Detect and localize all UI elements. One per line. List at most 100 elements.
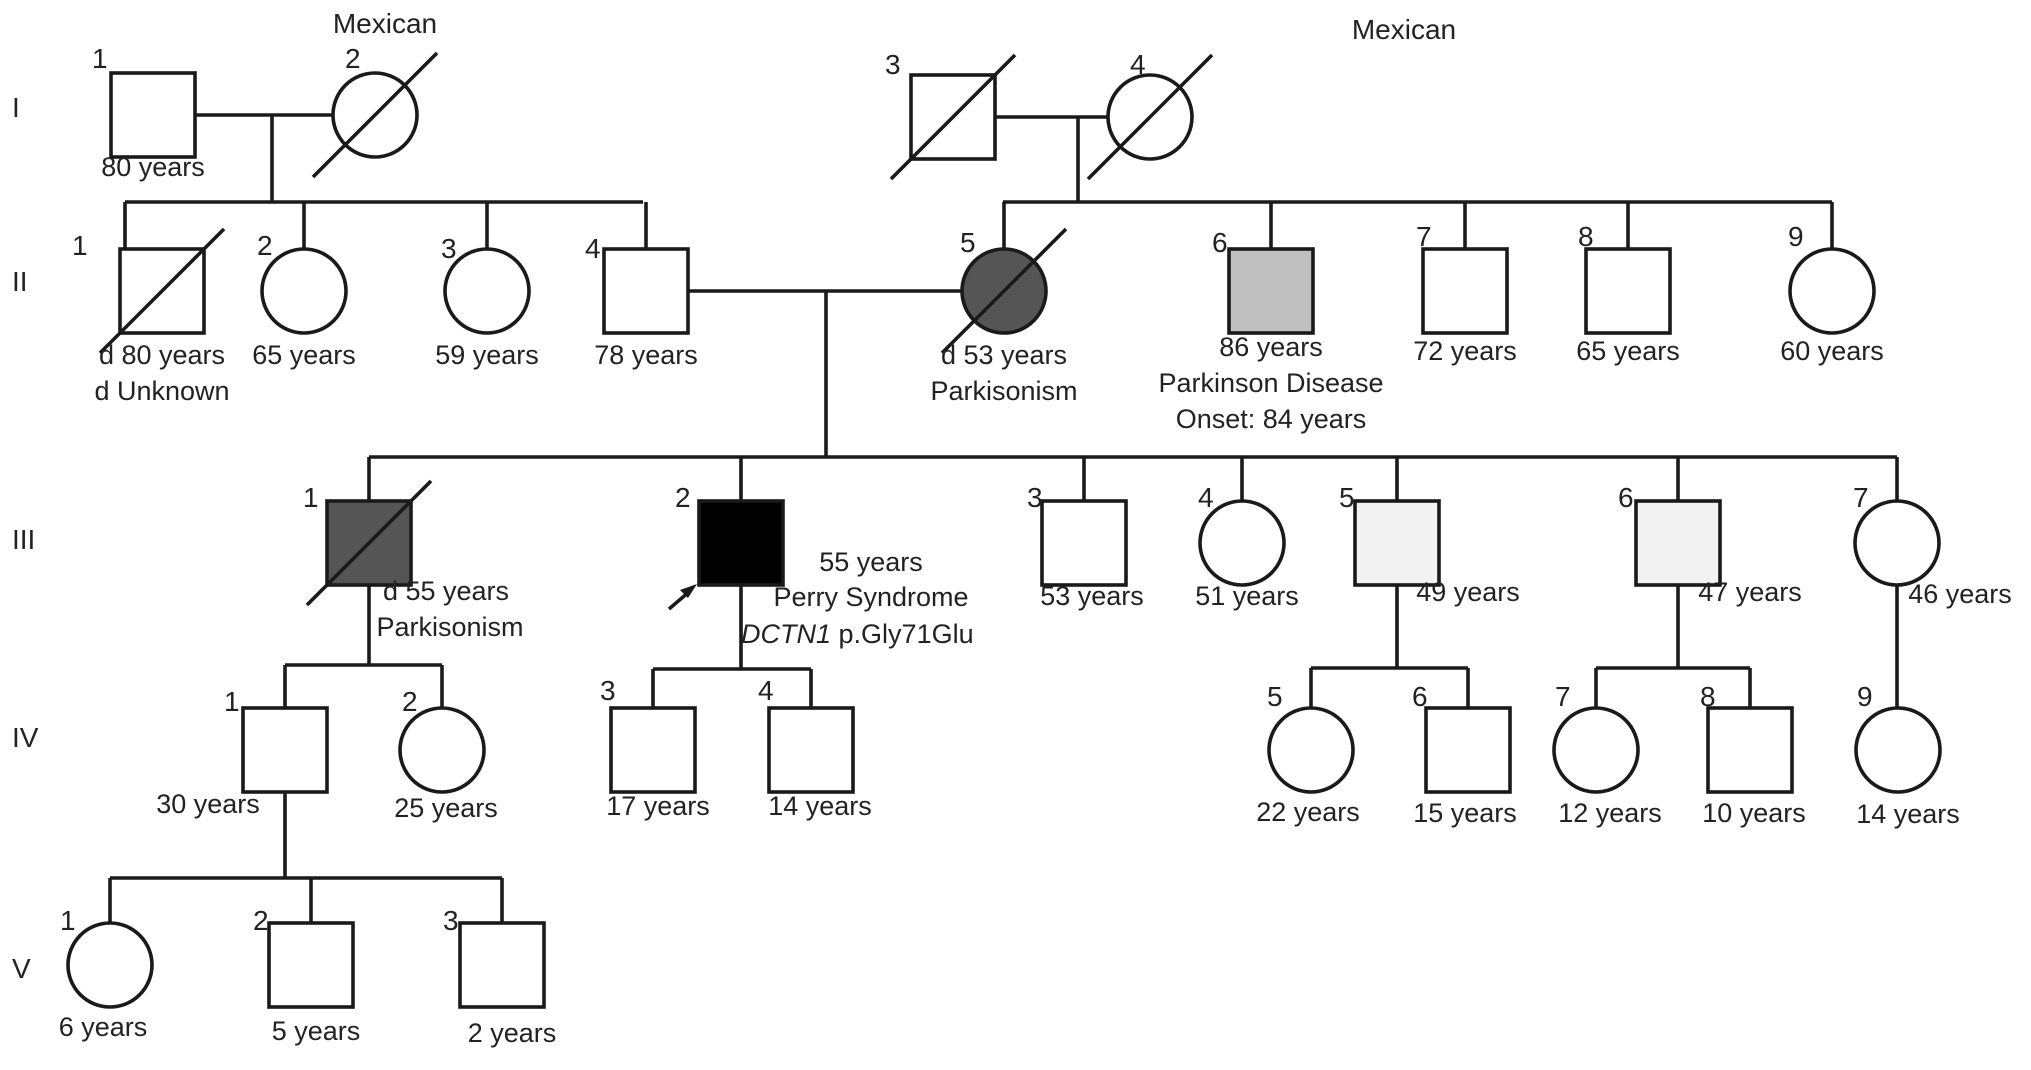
individual-number-iii-5: 5 bbox=[1339, 482, 1355, 513]
male-square-ii-6 bbox=[1227, 247, 1315, 335]
individual-number-iii-2: 2 bbox=[675, 482, 691, 513]
note-v-1-0: 6 years bbox=[59, 1012, 148, 1042]
individual-number-v-2: 2 bbox=[253, 905, 269, 936]
note-iii-4-0: 51 years bbox=[1195, 581, 1299, 611]
generation-label-II: II bbox=[12, 266, 28, 297]
proband-arrow-head bbox=[680, 584, 697, 598]
note-iv-3-0: 17 years bbox=[606, 791, 710, 821]
individual-number-i-1: 1 bbox=[92, 43, 108, 74]
female-circle-v-1 bbox=[66, 921, 154, 1009]
note-ii-1-1: d Unknown bbox=[94, 376, 229, 406]
female-circle-iv-7 bbox=[1552, 706, 1640, 794]
individual-number-iv-5: 5 bbox=[1267, 681, 1283, 712]
note-ii-4-0: 78 years bbox=[594, 340, 698, 370]
individual-number-iii-6: 6 bbox=[1618, 482, 1634, 513]
male-square-iii-3 bbox=[1040, 499, 1128, 587]
individual-number-iii-1: 1 bbox=[303, 482, 319, 513]
individual-number-iv-6: 6 bbox=[1412, 681, 1428, 712]
deceased-slash-i-3 bbox=[889, 53, 1017, 181]
individual-number-iii-4: 4 bbox=[1198, 482, 1214, 513]
individual-number-ii-6: 6 bbox=[1212, 227, 1228, 258]
note-i-1-0: 80 years bbox=[101, 152, 205, 182]
male-square-iii-2 bbox=[697, 499, 785, 587]
note-ii-9-0: 60 years bbox=[1780, 336, 1884, 366]
individual-number-ii-1: 1 bbox=[72, 230, 88, 261]
note-ii-7-0: 72 years bbox=[1413, 336, 1517, 366]
generation-label-IV: IV bbox=[12, 722, 39, 753]
male-square-iv-4 bbox=[767, 706, 855, 794]
individual-number-ii-8: 8 bbox=[1578, 221, 1594, 252]
female-circle-iv-9 bbox=[1854, 706, 1942, 794]
male-square-iv-6 bbox=[1424, 706, 1512, 794]
note-iv-7-0: 12 years bbox=[1558, 798, 1662, 828]
note-iii-1-0: d 55 years bbox=[383, 576, 509, 606]
generation-label-III: III bbox=[12, 524, 35, 555]
deceased-slash-i-2 bbox=[311, 51, 439, 179]
note-iii-6-0: 47 years bbox=[1698, 577, 1802, 607]
male-square-iv-3 bbox=[609, 706, 697, 794]
male-square-iv-8 bbox=[1706, 706, 1794, 794]
gene-variant-annotation: DCTN1 p.Gly71Glu bbox=[741, 619, 974, 649]
note-ii-6-0: 86 years bbox=[1219, 332, 1323, 362]
individual-number-iv-8: 8 bbox=[1700, 681, 1716, 712]
individual-number-iv-3: 3 bbox=[600, 675, 616, 706]
individual-number-iv-4: 4 bbox=[758, 675, 774, 706]
note-iv-4-0: 14 years bbox=[768, 791, 872, 821]
individual-number-iv-1: 1 bbox=[224, 686, 240, 717]
male-square-ii-4 bbox=[602, 247, 690, 335]
female-circle-ii-2 bbox=[260, 247, 348, 335]
male-square-ii-8 bbox=[1584, 247, 1672, 335]
note-ii-2-0: 65 years bbox=[252, 340, 356, 370]
note-v-2-0: 5 years bbox=[272, 1016, 361, 1046]
note-iii-3-0: 53 years bbox=[1040, 581, 1144, 611]
female-circle-ii-9 bbox=[1788, 247, 1876, 335]
generation-label-V: V bbox=[12, 953, 31, 984]
note-ii-8-0: 65 years bbox=[1576, 336, 1680, 366]
note-ii-6-2: Onset: 84 years bbox=[1176, 404, 1367, 434]
individual-number-ii-5: 5 bbox=[960, 227, 976, 258]
individual-number-i-2: 2 bbox=[345, 43, 361, 74]
note-iii-1-1: Parkisonism bbox=[376, 612, 523, 642]
female-circle-iii-4 bbox=[1198, 499, 1286, 587]
female-circle-ii-3 bbox=[443, 247, 531, 335]
deceased-slash-i-4 bbox=[1086, 53, 1214, 181]
individual-number-ii-9: 9 bbox=[1788, 221, 1804, 252]
ethnicity-label-left: Mexican bbox=[333, 8, 437, 39]
individual-number-i-3: 3 bbox=[885, 49, 901, 80]
individual-number-i-4: 4 bbox=[1130, 49, 1146, 80]
ethnicity-label-right: Mexican bbox=[1352, 14, 1456, 45]
male-square-ii-7 bbox=[1421, 247, 1509, 335]
individual-number-iv-9: 9 bbox=[1857, 681, 1873, 712]
note-iii-2-0: 55 years bbox=[819, 547, 923, 577]
note-iii-7-0: 46 years bbox=[1908, 579, 2012, 609]
individual-number-iii-7: 7 bbox=[1853, 482, 1869, 513]
note-ii-5-0: d 53 years bbox=[941, 340, 1067, 370]
deceased-slash-iii-1 bbox=[305, 479, 433, 607]
generation-label-I: I bbox=[12, 92, 20, 123]
individual-number-iv-2: 2 bbox=[402, 686, 418, 717]
note-iv-6-0: 15 years bbox=[1413, 798, 1517, 828]
note-v-3-0: 2 years bbox=[468, 1018, 557, 1048]
individual-number-v-1: 1 bbox=[60, 905, 76, 936]
individual-number-ii-4: 4 bbox=[585, 233, 601, 264]
male-square-i-1 bbox=[109, 71, 197, 159]
note-iv-1-0: 30 years bbox=[156, 789, 260, 819]
deceased-slash-ii-5 bbox=[940, 227, 1068, 355]
note-iv-8-0: 10 years bbox=[1702, 798, 1806, 828]
note-ii-5-1: Parkisonism bbox=[930, 376, 1077, 406]
individual-number-ii-2: 2 bbox=[257, 230, 273, 261]
note-iii-5-0: 49 years bbox=[1416, 577, 1520, 607]
gene-name: DCTN1 bbox=[741, 619, 831, 649]
male-square-v-2 bbox=[267, 921, 355, 1009]
individual-number-iv-7: 7 bbox=[1555, 681, 1571, 712]
individual-number-ii-3: 3 bbox=[441, 233, 457, 264]
note-iv-9-0: 14 years bbox=[1856, 799, 1960, 829]
note-ii-3-0: 59 years bbox=[435, 340, 539, 370]
individual-number-v-3: 3 bbox=[443, 905, 459, 936]
note-iii-2-1: Perry Syndrome bbox=[773, 582, 968, 612]
male-square-iii-6 bbox=[1634, 499, 1722, 587]
individual-number-iii-3: 3 bbox=[1027, 482, 1043, 513]
female-circle-iv-2 bbox=[398, 706, 486, 794]
variant-name: p.Gly71Glu bbox=[839, 619, 974, 649]
